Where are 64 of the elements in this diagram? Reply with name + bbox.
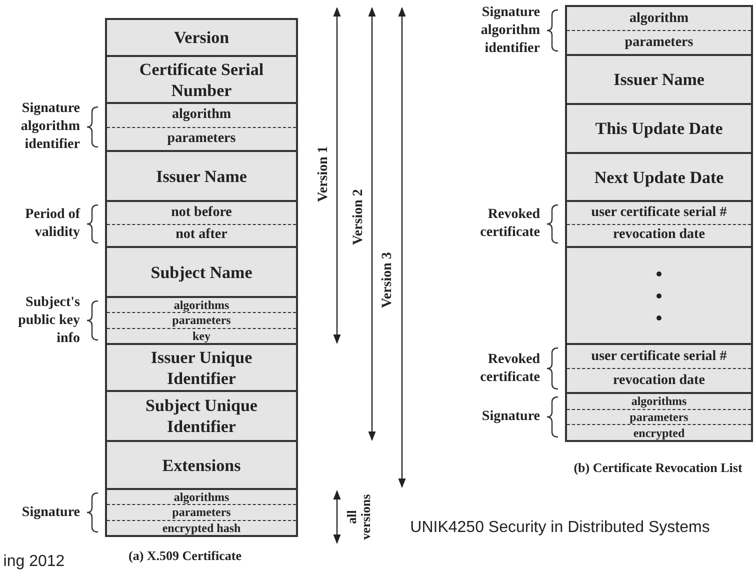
- subfield-label: encrypted: [633, 426, 685, 439]
- field-label: Certificate Serial Number: [138, 58, 265, 100]
- field-group-box: [105, 102, 298, 152]
- subfield-label: algorithms: [631, 395, 687, 408]
- subfield-label: algorithms: [174, 491, 230, 504]
- field-label: Subject Unique Identifier: [144, 395, 258, 437]
- field-label: Subject Name: [150, 262, 252, 282]
- field-box: [105, 390, 298, 442]
- subfield-label: parameters: [624, 34, 694, 50]
- subfield-label: algorithm: [172, 107, 232, 124]
- group-label: Signature algorithm identifier: [20, 100, 80, 154]
- subfield-label: user certificate serial #: [591, 204, 727, 221]
- subfield-label: user certificate serial #: [591, 348, 727, 364]
- subfield-label: parameters: [172, 506, 231, 518]
- field-box: [105, 150, 298, 202]
- subfield-label: algorithms: [174, 299, 230, 312]
- subfield-label: revocation date: [613, 227, 705, 244]
- footer-text: ing 2012: [3, 552, 65, 572]
- subfield-label: not after: [176, 227, 228, 244]
- figure-caption: (b) Certificate Revocation List: [574, 459, 742, 478]
- field-box: [105, 343, 298, 392]
- field-box: [565, 152, 753, 202]
- field-box: [105, 246, 298, 298]
- subfield-label: encrypted hash: [162, 522, 241, 534]
- field-label: Extensions: [162, 454, 241, 476]
- subfield-label: key: [192, 330, 210, 342]
- field-group-box: [565, 343, 753, 394]
- subfield-label: parameters: [172, 314, 231, 326]
- field-group-box: [105, 488, 298, 537]
- field-group-box: [105, 296, 298, 345]
- field-box: [565, 246, 753, 345]
- field-group-box: [105, 200, 298, 248]
- field-group-box: [565, 5, 753, 56]
- field-label: Version: [174, 27, 230, 48]
- group-label: Revoked certificate: [479, 350, 540, 386]
- group-label: Period of validity: [24, 206, 80, 242]
- field-box: [565, 54, 753, 105]
- field-label: Issuer Name: [156, 166, 247, 186]
- version-label: all versions: [345, 493, 373, 542]
- group-label: Subject's public key info: [17, 294, 80, 348]
- figure-caption: (a) X.509 Certificate: [128, 547, 242, 566]
- subfield-label: revocation date: [613, 372, 705, 388]
- subfield-label: parameters: [630, 411, 688, 423]
- version-label: Version 3: [378, 252, 396, 308]
- subfield-label: parameters: [167, 130, 236, 147]
- field-label: Next Update Date: [594, 166, 724, 188]
- group-label: Signature: [22, 504, 80, 522]
- field-box: [105, 440, 298, 490]
- subfield-label: not before: [171, 204, 232, 221]
- field-label: Issuer Name: [614, 69, 704, 90]
- field-box: [105, 55, 298, 104]
- field-label: This Update Date: [595, 118, 723, 139]
- field-box: [105, 18, 298, 57]
- group-label: Signature algorithm identifier: [480, 4, 540, 58]
- field-group-box: [565, 200, 753, 248]
- version-label: Version 2: [350, 189, 366, 245]
- field-label: Issuer Unique Identifier: [150, 346, 254, 388]
- footer-text: UNIK4250 Security in Distributed Systems: [410, 518, 710, 538]
- field-box: [565, 103, 753, 154]
- subfield-label: algorithm: [629, 10, 689, 26]
- group-label: Signature: [482, 408, 540, 426]
- group-label: Revoked certificate: [479, 206, 540, 242]
- version-label: Version 1: [314, 146, 332, 202]
- field-group-box: [565, 392, 753, 442]
